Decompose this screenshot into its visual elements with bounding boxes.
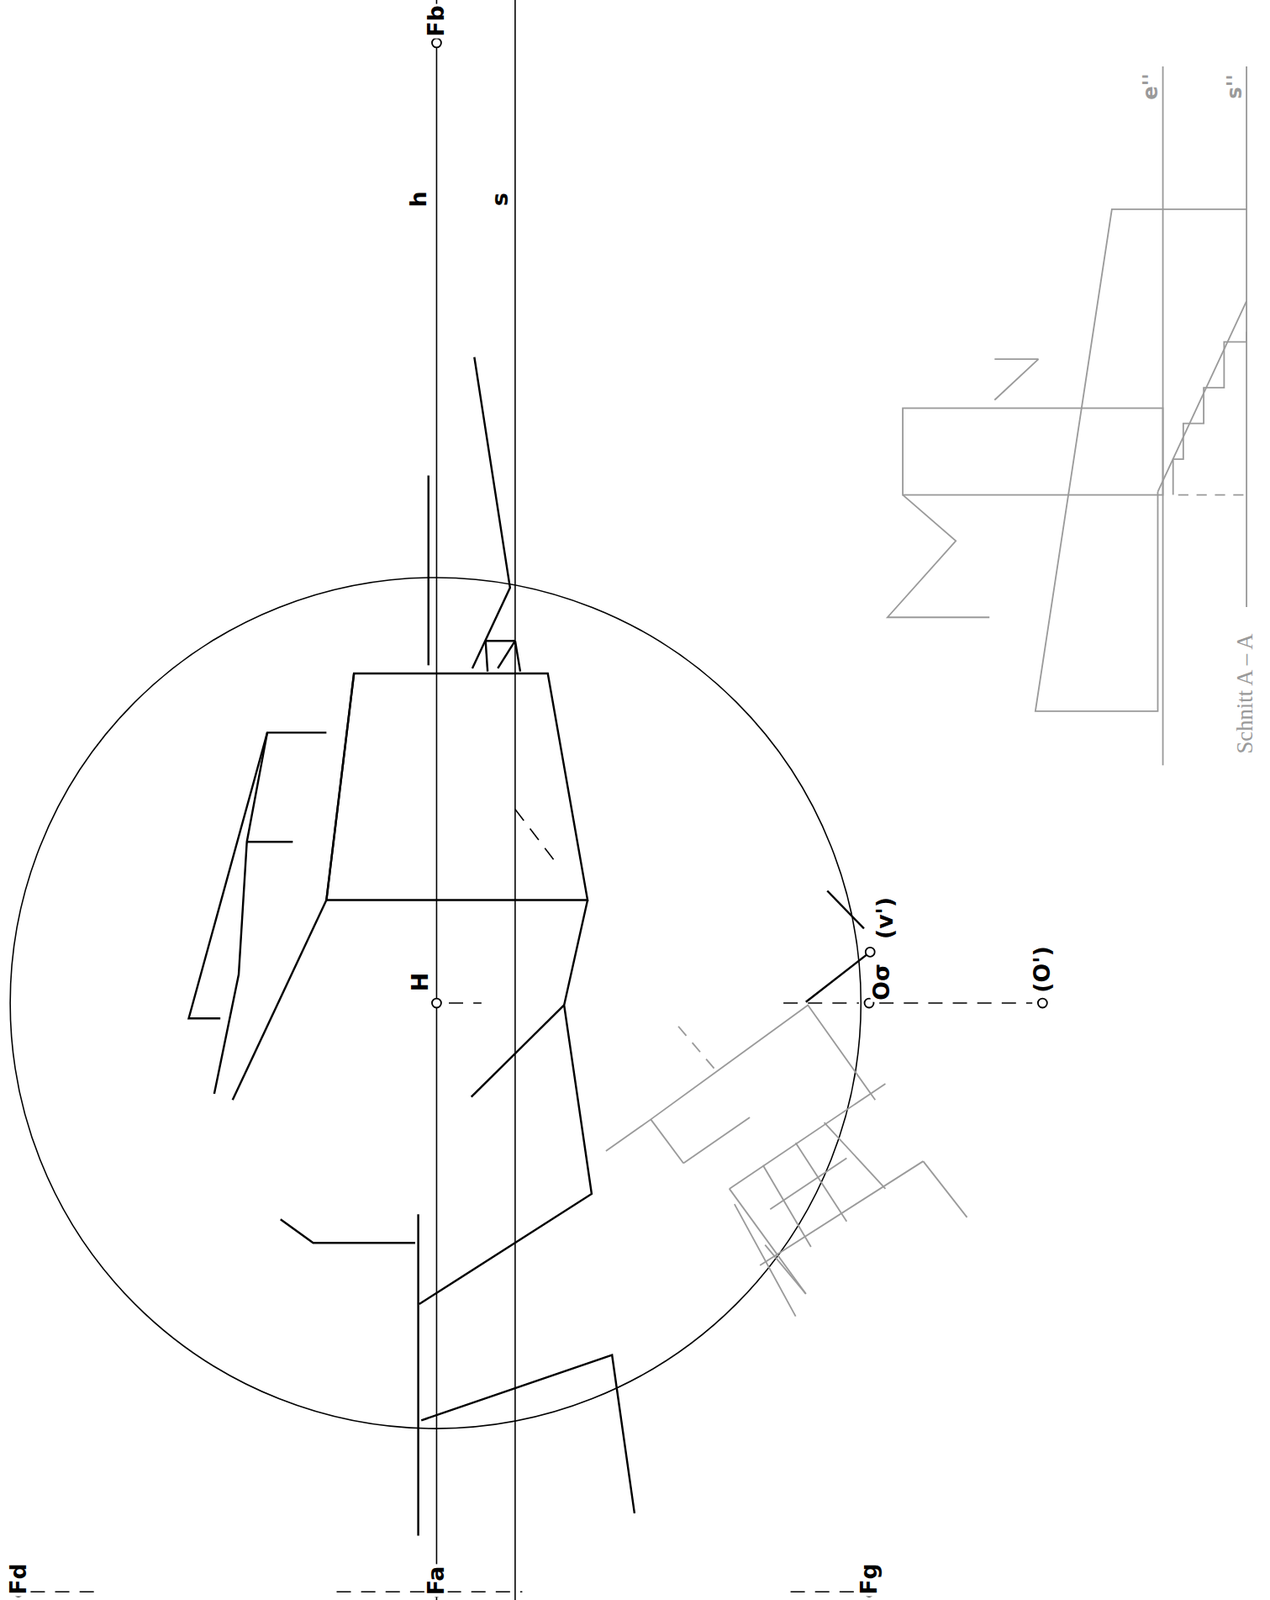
point-label: Fb [425, 3, 448, 38]
point-label: Fd [6, 1561, 30, 1597]
point-label: H [409, 969, 433, 992]
points [13, 38, 1047, 1597]
point-label: (v') [874, 895, 897, 941]
line-label: s [488, 190, 512, 208]
section-title: Schnitt A – A [1233, 632, 1256, 756]
section-a-a [887, 66, 1247, 765]
construction-lines [10, 0, 861, 1600]
line-label: h [406, 189, 430, 209]
point-label: Fa [425, 1563, 448, 1597]
point-label: Oσ [869, 961, 893, 1002]
line-label: e'' [1140, 71, 1161, 101]
point-label: Fg [858, 1561, 881, 1597]
plan-view [606, 1004, 968, 1316]
point-label: (O') [1031, 943, 1054, 994]
dashed-lines [30, 808, 1033, 1592]
building-perspective [189, 357, 871, 1536]
line-label: s'' [1223, 73, 1244, 101]
